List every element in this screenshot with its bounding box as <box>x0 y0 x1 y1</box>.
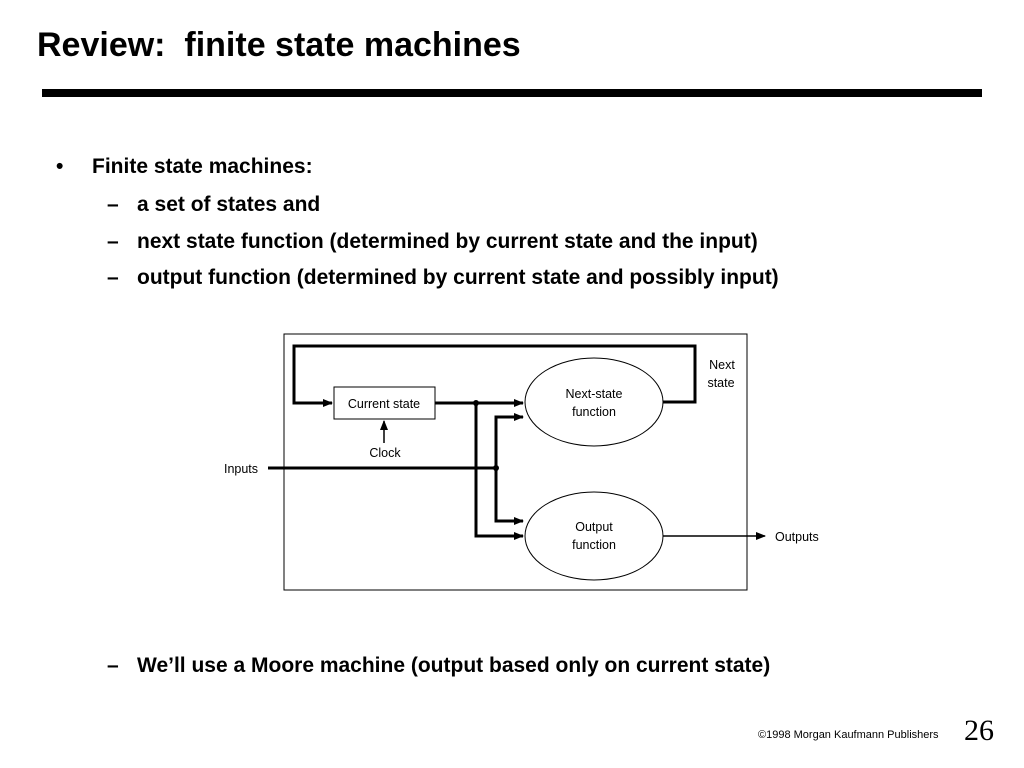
inputs-to-output-wire <box>494 468 524 525</box>
next-state-function-label-line1: Next-state <box>566 387 623 401</box>
inputs-to-next-wire <box>494 413 524 468</box>
copyright-notice: ©1998 Morgan Kaufmann Publishers <box>758 729 939 741</box>
closing-item-moore-machine: We’ll use a Moore machine (output based … <box>137 654 771 677</box>
diagram-frame <box>283 333 748 591</box>
output-function-ellipse <box>524 491 664 581</box>
sub-item-next-state-function: next state function (determined by curre… <box>137 230 758 253</box>
next-state-function-ellipse <box>524 357 664 447</box>
outputs-label: Outputs <box>775 530 819 544</box>
dash-marker: – <box>107 193 119 216</box>
next-state-function-label-line2: function <box>572 405 616 419</box>
output-function-label-line2: function <box>572 538 616 552</box>
title-divider <box>42 89 982 97</box>
inputs-label: Inputs <box>224 462 258 476</box>
bullet-finite-state-machines: Finite state machines: <box>92 155 313 178</box>
dash-marker: – <box>107 654 119 677</box>
junction-dot <box>493 465 499 471</box>
output-function-label-line1: Output <box>575 520 613 534</box>
clock-label: Clock <box>369 446 401 460</box>
sub-item-set-of-states: a set of states and <box>137 193 321 216</box>
feedback-wire <box>292 344 697 407</box>
current-state-box <box>333 386 436 420</box>
sub-item-output-function: output function (determined by current s… <box>137 266 779 289</box>
state-to-output-wire <box>474 403 524 540</box>
dash-marker: – <box>107 266 119 289</box>
next-state-label-line2: state <box>707 376 734 390</box>
next-state-label-line1: Next <box>709 358 735 372</box>
junction-dot <box>473 400 479 406</box>
bullet-marker: • <box>56 155 64 178</box>
dash-marker: – <box>107 230 119 253</box>
slide-title: Review: finite state machines <box>37 26 521 64</box>
current-state-label: Current state <box>348 397 420 411</box>
page-number: 26 <box>964 714 994 747</box>
